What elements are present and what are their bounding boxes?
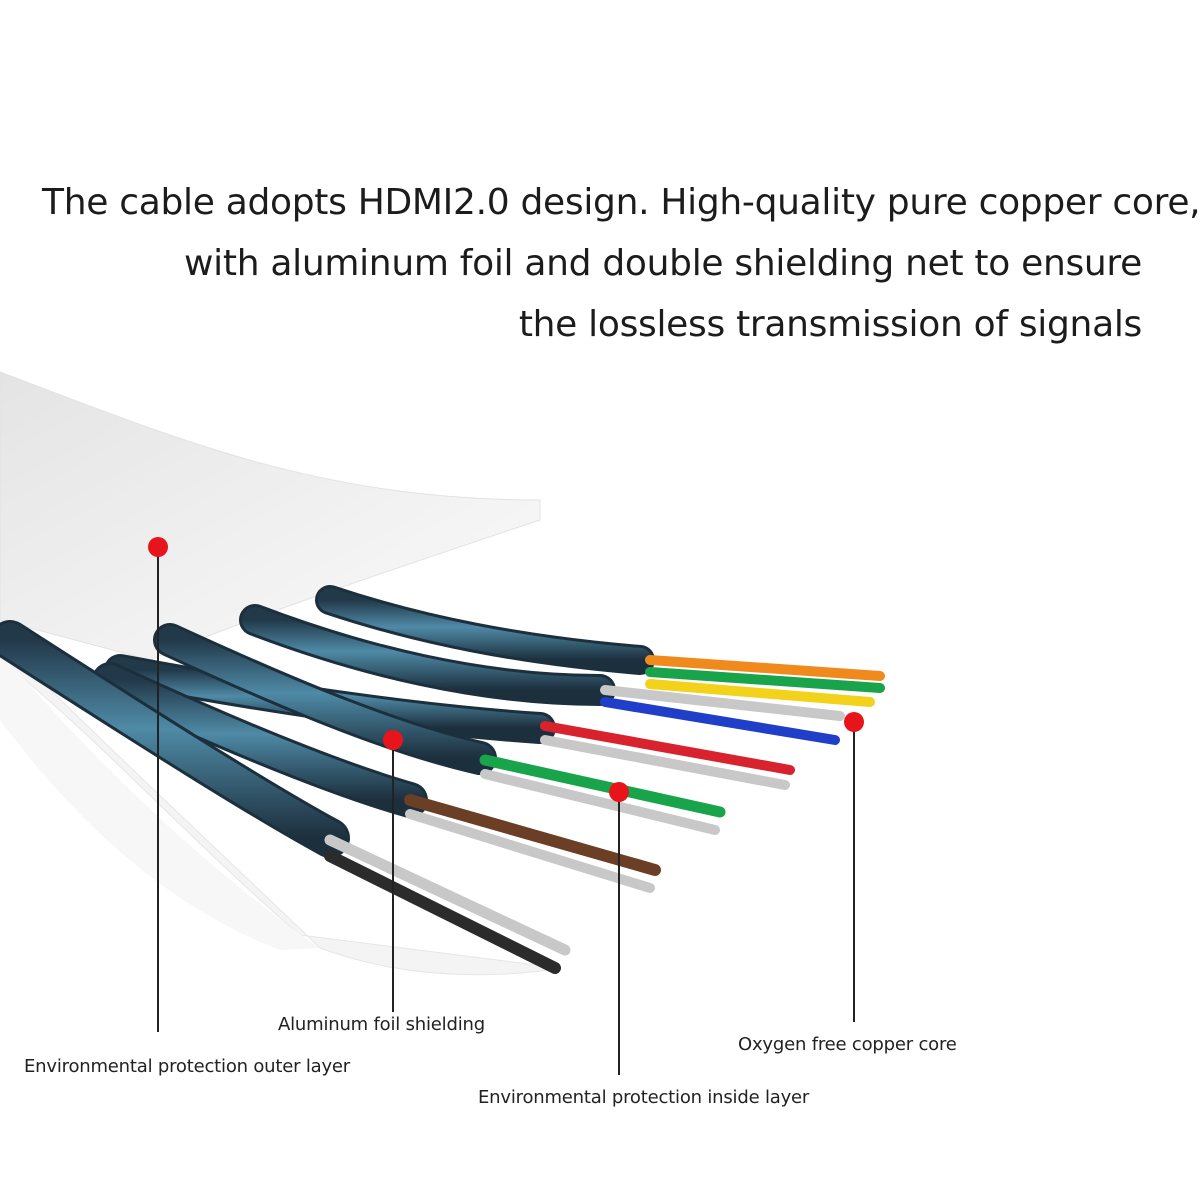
label-aluminum-foil-shielding: Aluminum foil shielding: [278, 1014, 485, 1035]
marker-inside-layer: [609, 782, 629, 802]
label-inside-layer: Environmental protection inside layer: [478, 1087, 810, 1108]
conductors: [324, 655, 885, 974]
marker-copper-core: [844, 712, 864, 732]
headline: The cable adopts HDMI2.0 design. High-qu…: [42, 172, 1200, 355]
label-outer-layer: Environmental protection outer layer: [24, 1056, 350, 1077]
headline-line-1: The cable adopts HDMI2.0 design. High-qu…: [42, 182, 1200, 223]
label-copper-core: Oxygen free copper core: [738, 1034, 957, 1055]
marker-outer-layer: [148, 537, 168, 557]
callout-lines: [157, 548, 855, 1075]
headline-line-3: the lossless transmission of signals: [518, 304, 1142, 345]
headline-line-2: with aluminum foil and double shielding …: [184, 243, 1142, 284]
inner-cables: [0, 585, 655, 858]
marker-aluminum-foil: [383, 730, 403, 750]
